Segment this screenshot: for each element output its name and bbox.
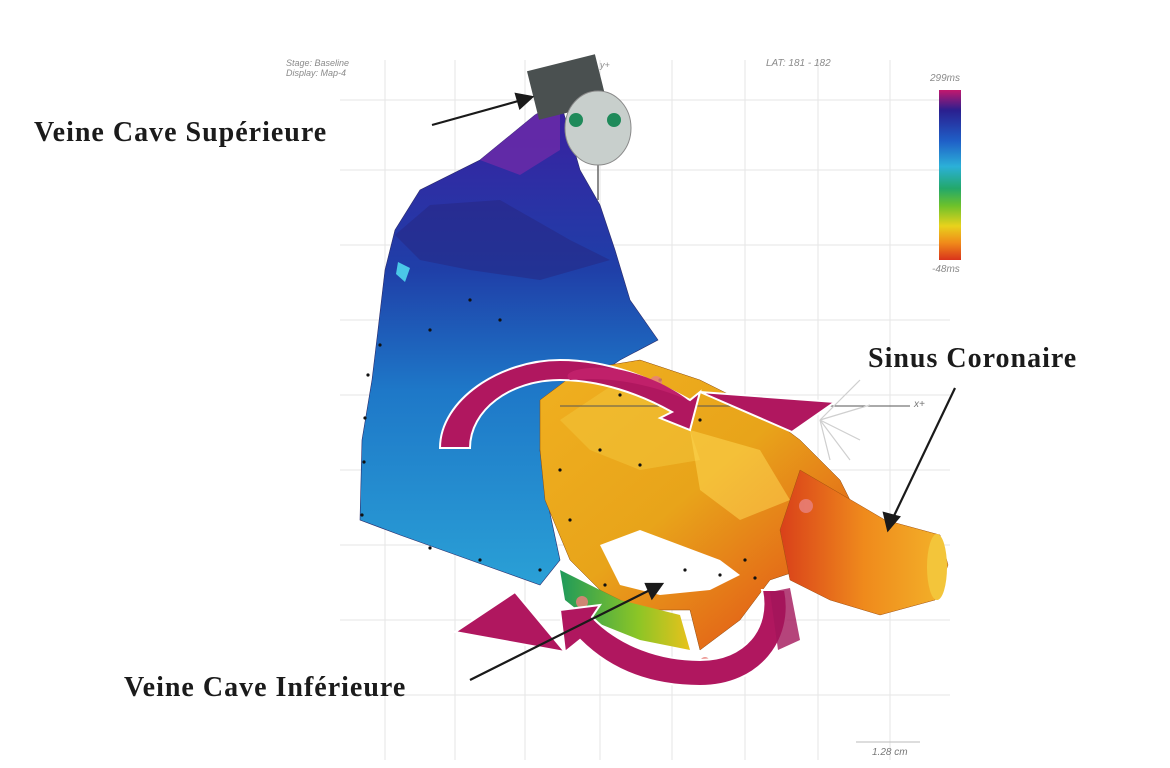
catheter-marker	[526, 54, 632, 200]
coronary-sinus-surface	[779, 469, 949, 616]
svc-annotation: Veine Cave Supérieure	[34, 117, 328, 148]
ivc-annotation: Veine Cave Inférieure	[124, 672, 407, 703]
scale-label: 1.28 cm	[872, 747, 908, 758]
x-axis-label: x+	[914, 399, 925, 410]
cs-annotation: Sinus Coronaire	[868, 343, 1078, 374]
lat-range-label: LAT: 181 - 182	[766, 58, 831, 69]
annotation-arrows	[431, 92, 956, 681]
colorbar-max-label: 299ms	[930, 73, 961, 84]
y-axis-label: y+	[600, 60, 610, 70]
display-label: Display: Map-4	[286, 68, 347, 78]
right-atrium-surface	[359, 99, 659, 586]
rotation-arrow-lower	[452, 588, 800, 688]
colorbar-min-label: -48ms	[932, 264, 960, 275]
colorbar	[939, 90, 961, 260]
stage-label: Stage: Baseline	[286, 58, 350, 68]
rotation-arrow-upper	[438, 358, 838, 449]
